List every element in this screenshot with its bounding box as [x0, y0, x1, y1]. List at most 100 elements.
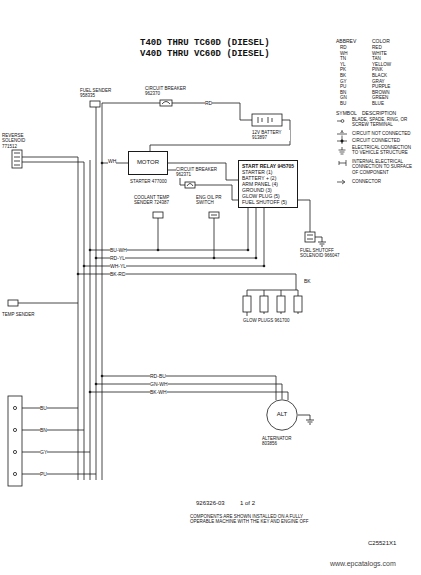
junction-dot [157, 249, 160, 252]
column-header: SYMBOL [336, 110, 357, 116]
wire [18, 103, 322, 480]
node-text: GLOW PLUG (5) [242, 193, 294, 199]
node-text: BATTERY + (2) [242, 175, 294, 181]
component-symbol [211, 215, 217, 216]
wire-color-code: WH [108, 158, 116, 164]
wire [22, 157, 84, 162]
wire-color-code: RD [205, 100, 212, 106]
legend-symbol [341, 120, 344, 123]
color-name: BLUE [372, 101, 384, 107]
node-text: ALT [277, 411, 288, 418]
junction-dot [263, 265, 266, 268]
legend-symbol [337, 180, 345, 184]
component-symbol [260, 296, 268, 312]
legend-symbol [341, 140, 343, 142]
component-symbol [185, 182, 195, 188]
component-label: STARTER 477000 [130, 179, 167, 184]
component-symbol [209, 212, 219, 218]
symbol-description: CIRCUIT CONNECTED [352, 138, 418, 143]
wire [78, 250, 296, 290]
alternator-outline [267, 400, 297, 430]
symbol-description: CONNECTOR [352, 179, 418, 184]
ground-symbol [247, 242, 326, 424]
column-header: DESCRIPTION [362, 110, 396, 116]
legend-symbol [337, 121, 341, 122]
node-text: FUEL SHUTOFF (5) [242, 199, 294, 205]
ground-symbol [306, 420, 314, 424]
component-label: ALTERNATOR 803856 [262, 436, 306, 447]
starter-motor: MOTOR [128, 151, 168, 175]
symbol-description: ELECTRICAL CONNECTION TO VEHICLE STRUCTU… [352, 145, 418, 156]
watermark: www.epcatalogs.com [330, 560, 396, 568]
component-symbol [243, 296, 251, 312]
sheet-number: 1 of 2 [240, 500, 255, 507]
wire [315, 237, 322, 242]
wire-color-code: BK-RD [110, 271, 126, 277]
wire [247, 290, 298, 296]
component-label: GLOW PLUGS 961700 [243, 318, 290, 323]
node-text: ARM PANEL (4) [242, 181, 294, 187]
relay-heading: START RELAY 945705 [242, 163, 294, 169]
component-symbol [258, 117, 272, 123]
component-symbol [307, 235, 313, 239]
component-symbol [160, 100, 172, 106]
component-symbol [162, 102, 170, 105]
component-symbol [13, 428, 16, 431]
component-symbol [90, 101, 100, 107]
component-label: ENG OIL PR SWITCH [196, 195, 228, 206]
component-symbol [13, 472, 16, 475]
component-symbol [13, 406, 16, 409]
junction-dot [95, 383, 98, 386]
component-symbol [187, 184, 193, 187]
component-symbol [294, 296, 302, 312]
wire-color-code: RD-BU [150, 373, 166, 379]
node-text: MOTOR [137, 159, 159, 166]
component-label: FUEL SENDER 958335 [80, 88, 114, 99]
wire-color-code: BK [304, 278, 311, 284]
component-symbol [12, 150, 22, 168]
component-symbol [14, 153, 20, 165]
legend-symbol [339, 160, 346, 166]
legend-symbol [337, 138, 347, 144]
junction-dot [77, 273, 80, 276]
component-label: COOLANT TEMP SENDER 724387 [134, 195, 178, 206]
note: COMPONENTS ARE SHOWN INSTALLED ON A FULL… [190, 514, 312, 525]
component-symbol [305, 232, 315, 242]
column-header: COLOR [372, 38, 390, 44]
wire [22, 408, 96, 474]
drawing-number: 926326-03 [196, 500, 225, 507]
component-label: CIRCUIT BREAKER 962371 [176, 167, 218, 178]
wire-color-code: WH-YL [110, 263, 126, 269]
junction-dot [213, 257, 216, 260]
component-label: TEMP SENDER [2, 312, 34, 317]
wire-color-code: BK-WH [150, 389, 167, 395]
wire-connector [168, 163, 238, 180]
junction-dot [247, 249, 250, 252]
symbol-description: BLADE, SPADE, RING, OR SCREW TERMINAL [352, 117, 418, 128]
legend-symbol [339, 147, 346, 154]
wire-color-code: BU-WH [110, 247, 127, 253]
junction-dot [77, 162, 266, 394]
junction-dot [255, 257, 258, 260]
color-abbrev: BU [340, 101, 346, 107]
component-symbol [13, 450, 16, 453]
junction-dot [83, 265, 86, 268]
wire-color-code: BU [40, 405, 47, 411]
component-label: FUEL SHUTOFF SOLENOID 966047 [300, 248, 342, 259]
figure-id: C25521X1 [368, 540, 396, 547]
legend-symbol [337, 120, 347, 184]
wire [90, 376, 288, 400]
junction-dot [89, 391, 92, 394]
wire-color-code: GN-WH [150, 381, 168, 387]
node-text: GROUND (3) [242, 187, 294, 193]
component-symbol [8, 300, 18, 306]
wire [102, 103, 252, 120]
diagram-title: T40D THRU TC60D (DIESEL) V40D THRU VC60D… [140, 38, 275, 60]
junction-dot [101, 375, 104, 378]
wire [298, 415, 310, 420]
component-symbol [153, 212, 163, 218]
component-label: 12V BATTERY 913897 [252, 130, 290, 141]
wire-color-code: GY [40, 449, 47, 455]
